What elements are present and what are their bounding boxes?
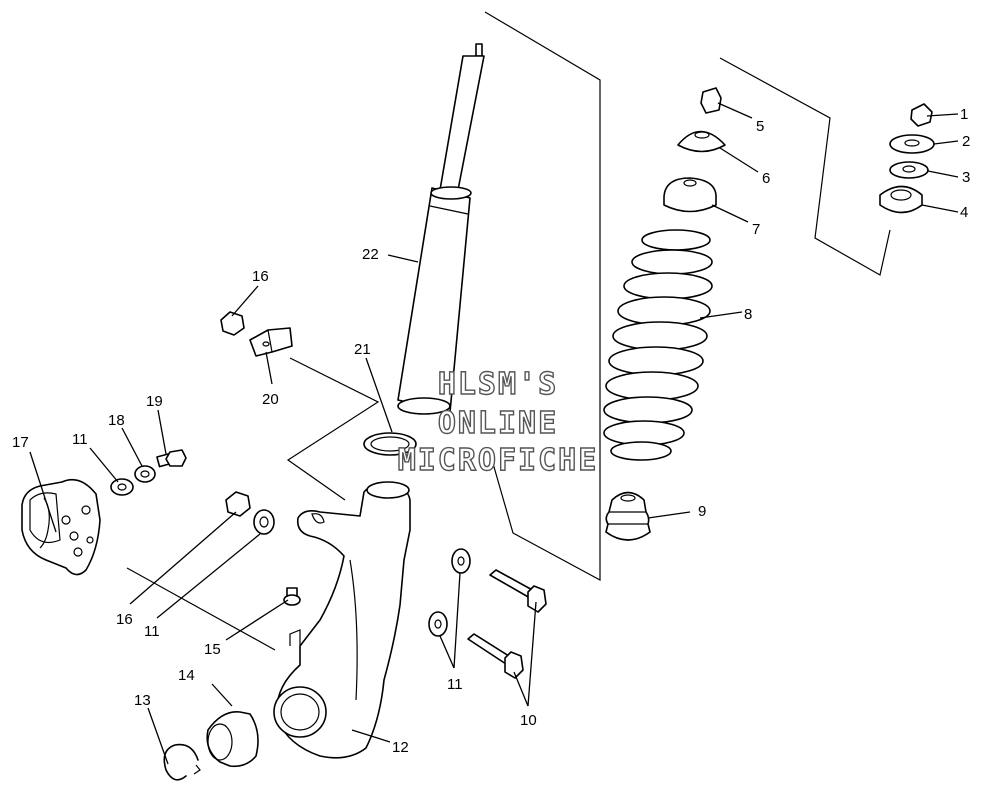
callout-20: 20 (262, 391, 279, 408)
nut-part-1 (910, 103, 933, 127)
spring-seat-part-7 (663, 177, 717, 213)
washer-part-11-lower (428, 611, 448, 637)
callout-9: 9 (698, 503, 706, 520)
callout-1: 1 (960, 106, 968, 123)
brake-caliper-part-17 (21, 478, 101, 576)
bolt-part-19 (156, 449, 187, 468)
lock-washer-part-18 (134, 465, 156, 483)
callout-11-middle: 11 (144, 623, 160, 640)
bushing-part-4 (879, 185, 923, 214)
nut-part-16-upper (220, 311, 245, 336)
watermark-line-1: HLSM'S (438, 367, 558, 402)
callout-7: 7 (752, 221, 760, 238)
nut-part-16-lower (225, 491, 251, 517)
watermark: HLSM'S ONLINE MICROFICHE (397, 366, 599, 478)
washer-part-11-caliper (110, 478, 134, 496)
callout-5: 5 (756, 118, 764, 135)
callout-10: 10 (520, 712, 537, 729)
spindle-knuckle-part-12 (273, 481, 411, 759)
watermark-line-3: MICROFICHE (398, 443, 599, 478)
bolt-part-10-upper (489, 569, 547, 613)
callout-14: 14 (178, 667, 195, 684)
callout-4: 4 (960, 204, 968, 221)
callout-18: 18 (108, 412, 125, 429)
clip-part-20 (249, 327, 293, 357)
washer-part-11-spindle (253, 509, 275, 535)
assembly-guide-lines (126, 11, 891, 651)
callout-2: 2 (962, 133, 970, 150)
callout-19: 19 (146, 393, 163, 410)
shock-absorber-part-22 (397, 43, 485, 415)
callout-21: 21 (354, 341, 371, 358)
callout-11-caliper: 11 (72, 431, 88, 448)
callout-17: 17 (12, 434, 29, 451)
callout-6: 6 (762, 170, 770, 187)
bolt-part-10-lower (467, 633, 524, 679)
washer-part-3 (889, 161, 929, 179)
callout-11-bottom: 11 (447, 676, 463, 693)
callout-16-upper: 16 (252, 268, 269, 285)
callout-labels: 1 2 3 4 5 6 7 8 9 10 11 12 13 14 15 16 1… (12, 106, 970, 756)
bump-stop-part-9 (605, 491, 651, 541)
washer-part-2 (889, 134, 935, 154)
washer-part-11-upper (451, 548, 471, 574)
callout-16-lower: 16 (116, 611, 133, 628)
bearing-part-14 (206, 711, 259, 768)
leader-lines (29, 102, 959, 765)
coil-spring-part-8 (603, 229, 713, 461)
callout-8: 8 (744, 306, 752, 323)
watermark-line-2: ONLINE (438, 406, 558, 441)
callout-15: 15 (204, 641, 221, 658)
callout-12: 12 (392, 739, 409, 756)
callout-22: 22 (362, 246, 379, 263)
ring-part-21 (363, 432, 417, 456)
callout-13: 13 (134, 692, 151, 709)
spring-seat-part-6 (677, 130, 726, 153)
nut-part-5 (700, 87, 722, 114)
callout-3: 3 (962, 169, 970, 186)
fitting-part-15 (283, 587, 301, 606)
snap-ring-part-13 (163, 743, 201, 781)
